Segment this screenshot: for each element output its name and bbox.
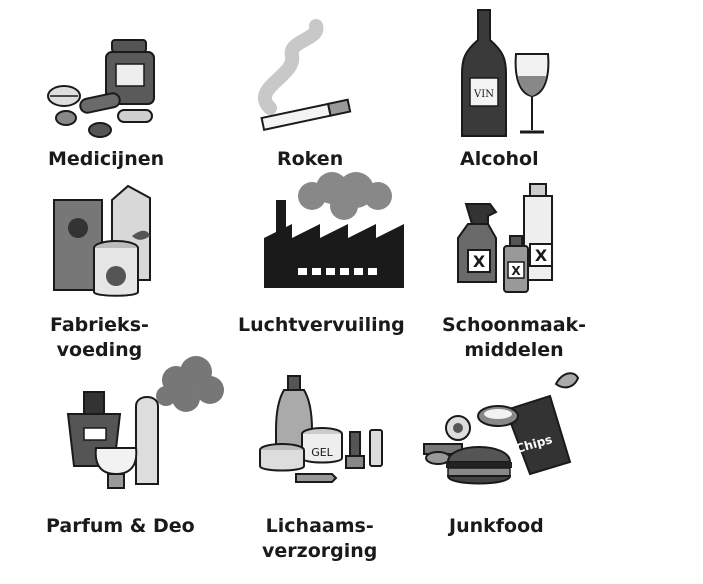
label-schoonmaakmiddelen-line1: Schoonmaak-	[442, 314, 587, 336]
label-luchtvervuiling: Luchtvervuiling	[238, 314, 405, 336]
bottle-label-text: VIN	[473, 89, 494, 100]
label-roken: Roken	[277, 148, 344, 170]
hazard-symbol-spray: X	[473, 252, 486, 271]
hazard-symbol-large: X	[535, 246, 548, 265]
hazard-symbol-small: X	[511, 264, 521, 278]
label-medicijnen: Medicijnen	[48, 148, 165, 170]
jar-label-text: GEL	[311, 446, 333, 459]
label-lichaamsverzorging-line2: verzorging	[262, 540, 378, 562]
label-lichaamsverzorging-line1: Lichaams-	[265, 515, 374, 537]
label-fabrieksvoeding-line2: voeding	[56, 339, 143, 361]
label-schoonmaakmiddelen-line2: middelen	[464, 339, 564, 361]
label-alcohol: Alcohol	[460, 148, 539, 170]
label-schoonmaakmiddelen: Schoonmaak- middelen	[442, 313, 586, 363]
label-fabrieksvoeding: Fabrieks- voeding	[50, 313, 149, 363]
label-junkfood: Junkfood	[449, 515, 544, 537]
label-lichaamsverzorging: Lichaams- verzorging	[262, 514, 377, 564]
label-parfum-deo: Parfum & Deo	[46, 515, 195, 537]
label-fabrieksvoeding-line1: Fabrieks-	[50, 314, 149, 336]
